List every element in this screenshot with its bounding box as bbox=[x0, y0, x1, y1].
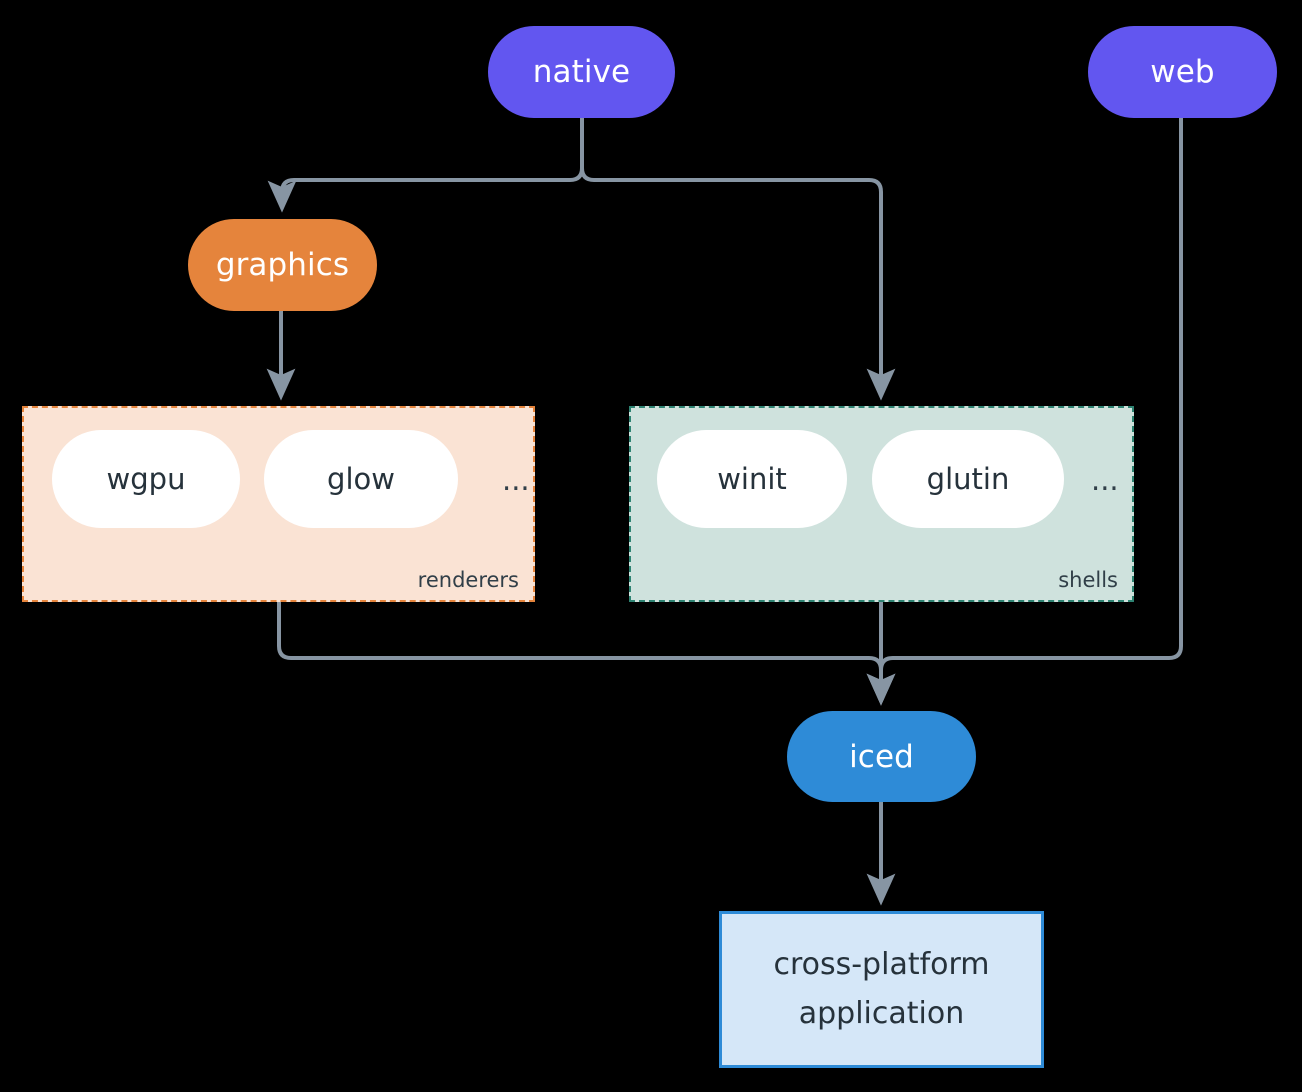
node-graphics-label: graphics bbox=[215, 247, 350, 283]
node-iced-label: iced bbox=[849, 738, 914, 775]
group-renderers: wgpu glow ... renderers bbox=[22, 406, 535, 602]
node-iced[interactable]: iced bbox=[787, 711, 976, 802]
node-winit[interactable]: winit bbox=[657, 430, 847, 528]
node-cross-platform-application[interactable]: cross-platform application bbox=[719, 911, 1044, 1068]
edge-renderers-to-iced bbox=[277, 600, 896, 706]
node-web[interactable]: web bbox=[1088, 26, 1277, 118]
group-renderers-label: renderers bbox=[417, 568, 519, 592]
node-graphics[interactable]: graphics bbox=[188, 219, 377, 311]
edge-native-bus bbox=[267, 116, 584, 213]
node-glutin-label: glutin bbox=[926, 462, 1010, 496]
renderers-overflow-ellipsis: ... bbox=[502, 463, 530, 497]
node-wgpu-label: wgpu bbox=[106, 462, 186, 496]
node-winit-label: winit bbox=[717, 462, 787, 496]
group-shells-label: shells bbox=[1058, 568, 1118, 592]
node-glow-label: glow bbox=[327, 462, 395, 496]
application-label-line2: application bbox=[798, 995, 965, 1031]
edge-native-to-shells bbox=[580, 116, 896, 401]
node-native-label: native bbox=[532, 54, 631, 90]
application-label-line1: cross-platform bbox=[773, 946, 990, 982]
node-glow[interactable]: glow bbox=[264, 430, 458, 528]
node-web-label: web bbox=[1150, 54, 1215, 90]
node-native[interactable]: native bbox=[488, 26, 675, 118]
node-glutin[interactable]: glutin bbox=[872, 430, 1064, 528]
node-wgpu[interactable]: wgpu bbox=[52, 430, 240, 528]
shells-overflow-ellipsis: ... bbox=[1091, 463, 1119, 497]
group-shells: winit glutin ... shells bbox=[629, 406, 1134, 602]
